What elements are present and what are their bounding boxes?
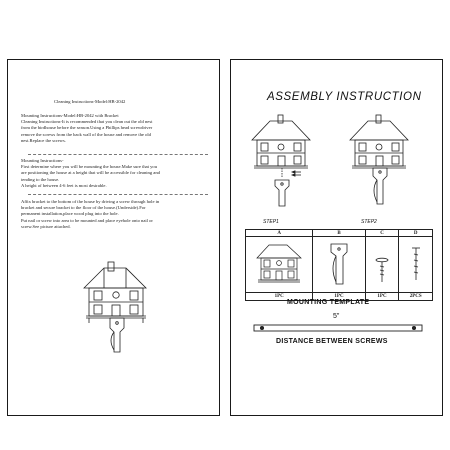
section-divider bbox=[28, 194, 208, 195]
text-line: are positioning the house at a height th… bbox=[21, 170, 160, 176]
part-d-image-cell bbox=[398, 236, 433, 293]
bracket-part-icon bbox=[330, 243, 348, 284]
instruction-page-right: ASSEMBLY INSTRUCTION bbox=[230, 59, 443, 416]
part-letter-cell: D bbox=[398, 229, 433, 237]
step1-illustration bbox=[251, 114, 311, 207]
affix-section: Affix bracket to the bottom of the house… bbox=[21, 199, 159, 230]
mounting-template-label: MOUNTING TEMPLATE bbox=[287, 299, 370, 306]
table-row: A B C D bbox=[244, 229, 433, 237]
part-b-image-cell bbox=[312, 236, 366, 293]
table-row: 1PC 1PC 1PC 2PCS bbox=[244, 292, 433, 301]
section-divider bbox=[28, 154, 208, 155]
text-line: nest.Replace the screws. bbox=[21, 137, 66, 143]
text-line: Mounting Instructions- bbox=[21, 158, 64, 163]
step2-illustration bbox=[349, 114, 409, 205]
birdhouse-with-bracket-illustration bbox=[83, 261, 147, 353]
distance-value: 5" bbox=[333, 313, 340, 320]
text-line: Put nail or screw into area to be mounte… bbox=[21, 217, 153, 223]
part-letter-cell: C bbox=[364, 229, 400, 237]
step2-label: STEP2 bbox=[361, 219, 377, 225]
cleaning-section: Mounting Instructions-Model:HB-2042 with… bbox=[21, 113, 152, 144]
birdhouse-part-icon bbox=[256, 244, 303, 282]
distance-between-screws-label: DISTANCE BETWEEN SCREWS bbox=[276, 338, 388, 345]
part-a-image-cell bbox=[244, 236, 314, 293]
step1-label: STEP1 bbox=[263, 219, 279, 225]
part-qty-cell: 1PC bbox=[312, 292, 366, 301]
part-letter-cell: A bbox=[244, 229, 314, 237]
mounting-section: Mounting Instructions- First determine w… bbox=[21, 158, 160, 189]
table-row bbox=[244, 236, 433, 293]
text-line: Mounting Instructions-Model:HB-2042 with… bbox=[21, 113, 119, 118]
text-line: A height of between 4-6 feet is most des… bbox=[21, 182, 107, 188]
parts-table: A B C D bbox=[244, 229, 433, 301]
assembly-title: ASSEMBLY INSTRUCTION bbox=[267, 91, 422, 103]
text-line: screw.See picture attached. bbox=[21, 223, 71, 229]
text-line: First determine where you will be mounti… bbox=[21, 164, 157, 170]
part-qty-cell: 2PCS bbox=[398, 292, 433, 301]
text-line: Affix bracket to the bottom of the house… bbox=[21, 199, 160, 204]
part-letter-cell: B bbox=[312, 229, 366, 237]
text-line: remove the screws from the back wall of … bbox=[21, 131, 151, 137]
instruction-page-left: Cleaning Instructions-Model:HB-2042 Moun… bbox=[7, 59, 220, 416]
mounting-template-bar bbox=[253, 324, 423, 332]
part-c-image-cell bbox=[364, 236, 400, 293]
text-line: from the birdhouse before the season.Usi… bbox=[21, 125, 153, 131]
text-line: tending to the house. bbox=[21, 176, 60, 182]
text-line: bracket and secure bracket to the floor … bbox=[21, 205, 146, 211]
screw-part-icon bbox=[375, 257, 389, 282]
left-page-title: Cleaning Instructions-Model:HB-2042 bbox=[54, 99, 126, 104]
text-line: Cleaning Instructions-It is recommended … bbox=[21, 119, 153, 125]
part-qty-cell: 1PC bbox=[364, 292, 400, 301]
text-line: permanent installation,place wood plug i… bbox=[21, 211, 119, 217]
screws-part-icon bbox=[411, 247, 420, 280]
